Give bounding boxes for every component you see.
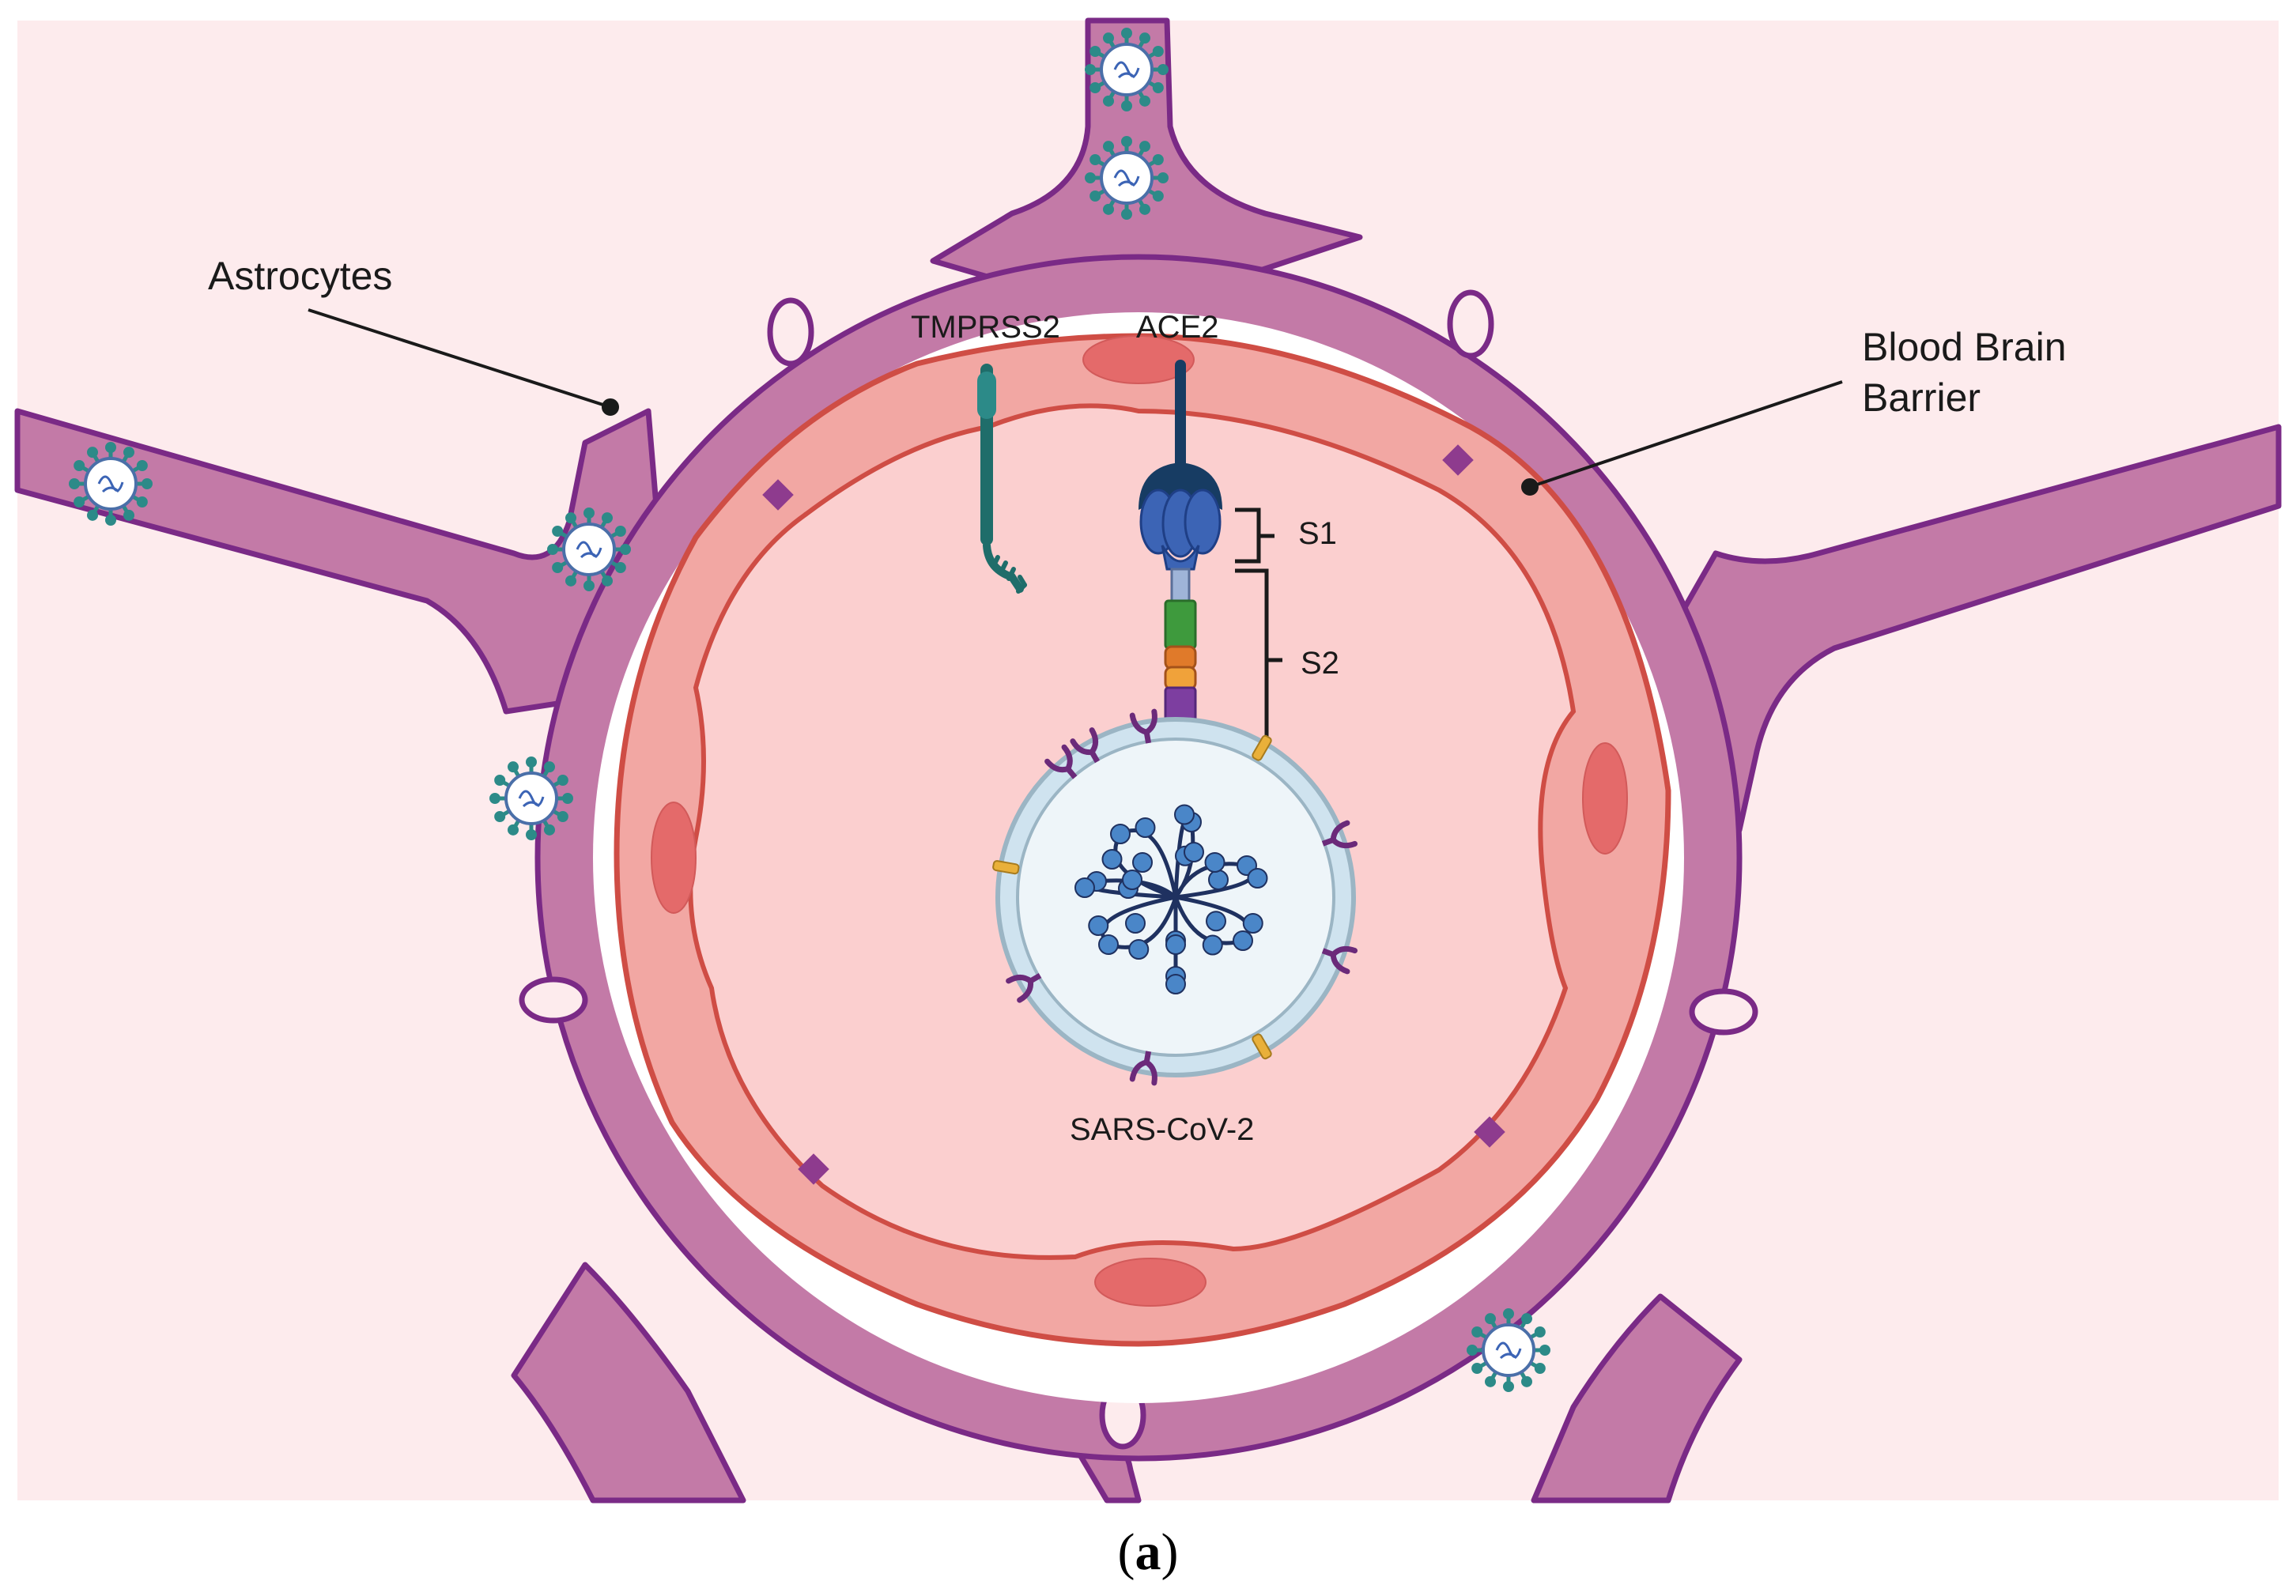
nucleocapsid [1101,849,1123,870]
tight-junction [1442,444,1474,476]
leader-bbb [1529,380,1843,489]
nucleocapsid [1128,939,1150,960]
tmprss2-receptor [977,364,1027,594]
membrane-protein [1006,972,1042,1003]
caption-close: ) [1161,1523,1179,1581]
nucleocapsid [1098,934,1119,955]
label-tmprss2: TMPRSS2 [911,310,1060,345]
nucleocapsid [1204,852,1225,873]
nucleocapsid [1110,824,1131,844]
endothelial-nucleus [1582,742,1628,855]
spike-s2-green [1164,599,1197,650]
label-bbb-line2: Barrier [1862,375,1981,420]
label-astrocytes: Astrocytes [208,254,392,298]
caption-letter: a [1135,1523,1161,1581]
membrane-protein [1070,727,1101,764]
nucleocapsid [1202,934,1223,956]
membrane-protein [1252,734,1272,761]
virion-icon [1085,28,1169,111]
membrane-protein [1044,744,1078,779]
label-ace2: ACE2 [1136,310,1219,345]
endothelial-nuclei [651,335,1628,1307]
spike-s2-orange2 [1164,666,1197,691]
ace2-stalk [1175,360,1186,474]
figure-caption: (a) [1118,1523,1179,1581]
bracket-s1 [1235,507,1275,564]
endfeet-gap [1689,988,1758,1036]
caption-open: ( [1118,1523,1135,1581]
sars-cov-2-virion [992,708,1358,1086]
leader-astrocytes-dot [602,398,619,416]
nucleocapsid [1132,852,1153,873]
membrane-proteins [992,708,1358,1086]
endothelial-nucleus [651,802,697,914]
endfeet-gap [767,297,814,367]
leader-lines [308,308,1843,496]
label-bbb-line1: Blood Brain [1862,325,2067,369]
nucleocapsid [1122,870,1142,890]
astrocyte-process-bottom-right [1531,1293,1743,1504]
tight-junction [762,479,794,511]
nucleocapsid [1242,913,1263,934]
tmprss2-cap [977,372,996,419]
nucleocapsid [1088,915,1109,936]
spike-s1-head [1139,489,1222,558]
nucleocapsid [1247,868,1268,889]
spike-linker [1170,568,1191,602]
tight-junctions [762,444,1505,1185]
endfeet-gap [519,976,588,1024]
endfeet-gap [1447,289,1494,359]
nucleocapsid [1125,913,1146,934]
nucleocapsid [1174,804,1195,825]
membrane-protein [992,860,1020,875]
free-virions [69,28,1550,1392]
membrane-protein [1321,945,1358,975]
ace2-spike-complex [1139,360,1282,767]
spike-neck [1161,545,1200,571]
virion-icon [489,756,573,840]
membrane-protein [1321,820,1358,849]
nucleocapsid [1233,930,1253,951]
nucleocapsid [1135,817,1156,838]
spike-s2-orange [1164,645,1197,670]
nucleocapsid [1184,842,1204,862]
nucleocapsid [1074,877,1095,898]
label-s1: S1 [1298,516,1337,551]
tmprss2-coil [991,555,1027,594]
membrane-protein [1252,1033,1272,1060]
label-s2: S2 [1301,646,1339,681]
rna-genome [1074,804,1268,994]
membrane-protein [1129,708,1157,744]
nucleocapsid [1206,911,1226,932]
endothelial-nucleus [1094,1258,1207,1307]
label-virus: SARS-CoV-2 [1070,1112,1254,1147]
endothelial-nucleus [1082,335,1195,384]
nucleocapsid [1208,870,1229,890]
membrane-protein [1129,1051,1157,1086]
nucleocapsid [1165,934,1186,955]
virion-icon [69,442,153,526]
leader-astrocytes [308,308,611,409]
leader-bbb-dot [1521,478,1539,496]
virion-icon [1467,1308,1550,1392]
tight-junction [798,1153,829,1185]
nucleocapsid [1165,974,1186,994]
virion-icon [1085,136,1169,220]
virion-icon [547,507,631,591]
astrocyte-process-bottom-left [511,1262,746,1504]
astrocyte-process-right [1665,424,2282,833]
tight-junction [1474,1116,1505,1148]
